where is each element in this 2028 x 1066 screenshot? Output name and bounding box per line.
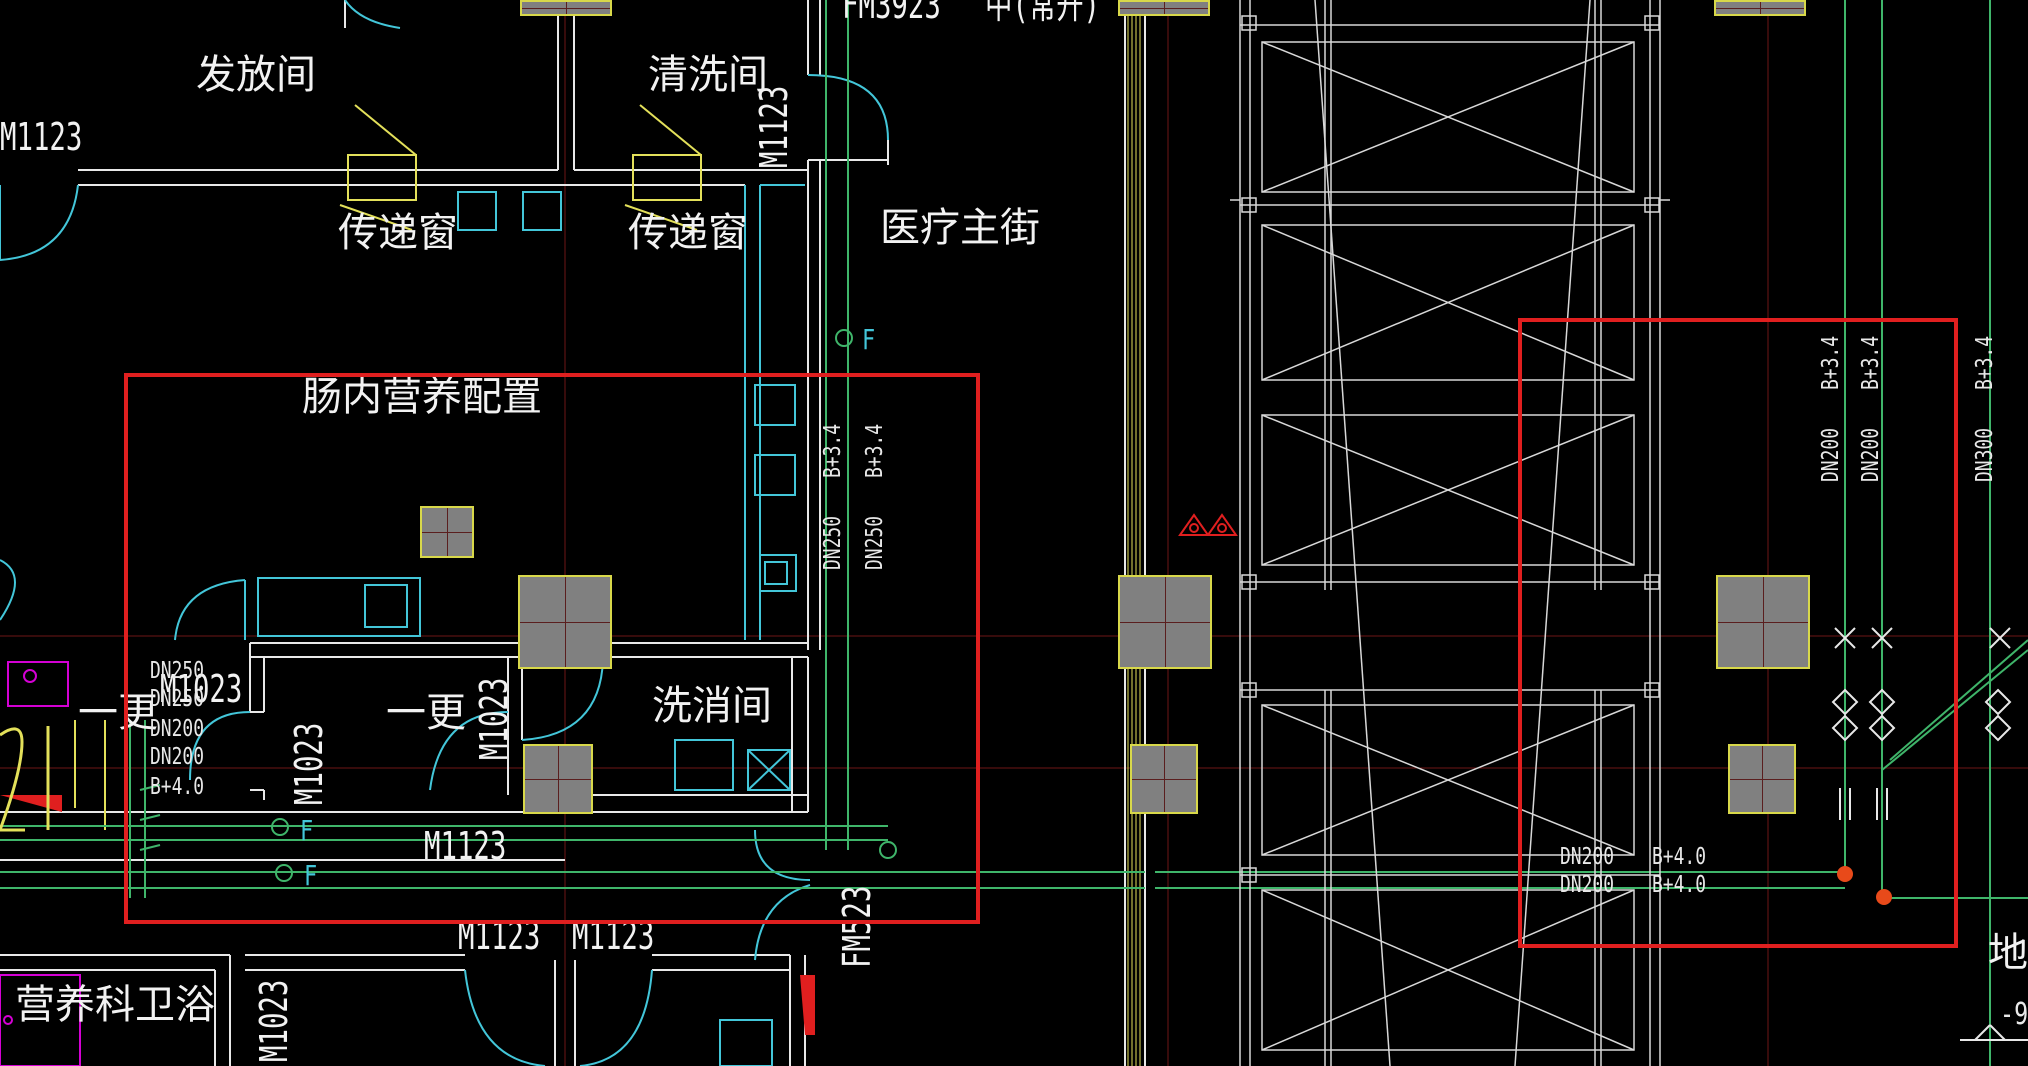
door-code-m1023-d: M1023 xyxy=(252,979,296,1062)
door-code-m1123-wall: M1123 xyxy=(752,85,796,168)
column xyxy=(1716,575,1810,669)
room-label-washing: 清洗间 xyxy=(648,52,768,98)
pipe-label-left-stack-2: DN250 xyxy=(150,686,205,712)
flow-marker: F xyxy=(300,814,314,847)
pipe-label-left-stack-5: B+4.0 xyxy=(150,774,205,800)
pipe-fittings xyxy=(1837,866,1892,905)
pipe-label-right-elev-1: B+4.0 xyxy=(1652,844,1707,870)
room-label-medical-street: 医疗主街 xyxy=(880,205,1040,251)
pipe-label-left-stack-1: DN250 xyxy=(150,658,205,684)
pipe-label-left-stack-4: DN200 xyxy=(150,744,205,770)
pipe-elevation-label: B+3.4 xyxy=(1972,335,1998,390)
room-label-enteral-nutrition: 肠内营养配置 xyxy=(302,374,542,420)
column xyxy=(523,744,593,814)
structural-frames xyxy=(1230,0,1670,1066)
room-label-underground: 地下 xyxy=(1988,930,2028,976)
door-code-m1123-top: M1123 xyxy=(0,115,83,159)
door-code-m1023-a: M1023 xyxy=(160,667,243,711)
highlight-box-pipe-riser[interactable] xyxy=(1518,318,1958,948)
column xyxy=(1714,0,1806,16)
pass-through-windows xyxy=(74,104,702,830)
door-code-fm3923: FM3923 xyxy=(842,0,941,27)
level-label-partial: -9. xyxy=(2000,997,2028,1032)
column xyxy=(518,575,612,669)
highlight-box-enteral-room[interactable] xyxy=(124,373,980,924)
column xyxy=(1118,575,1212,669)
room-label-nutrition-bathroom: 营养科卫浴 xyxy=(15,982,215,1028)
room-label-changing-2: 一更 xyxy=(386,690,466,736)
valve-symbols xyxy=(1831,627,2028,1041)
column xyxy=(1728,744,1796,814)
door-code-normally-open: 中(常开) xyxy=(985,0,1101,27)
column xyxy=(520,0,612,16)
pipe-label-left-stack-3: DN200 xyxy=(150,716,205,742)
sanitary-symbols xyxy=(0,661,81,1066)
pipe-label-right-size-2: DN200 xyxy=(1560,872,1615,898)
room-label-disinfection: 洗消间 xyxy=(652,683,772,729)
flow-marker: F xyxy=(304,859,318,892)
wall-hatch xyxy=(1127,0,1141,1066)
room-label-dispensing: 发放间 xyxy=(196,52,316,98)
grid-bubble-21 xyxy=(0,726,50,832)
pipe-label-right-size-1: DN200 xyxy=(1560,844,1615,870)
door-code-m1123-corridor: M1123 xyxy=(424,824,507,868)
column xyxy=(1130,744,1198,814)
room-label-changing-1: 一更 xyxy=(78,690,158,736)
column xyxy=(420,506,474,558)
pipe-size-label: DN300 xyxy=(1972,427,1998,482)
warning-symbols xyxy=(1178,513,1238,536)
column xyxy=(1118,0,1210,16)
flow-marker: F xyxy=(862,323,876,356)
room-label-pass-window-2: 传递窗 xyxy=(628,210,748,256)
pipe-label-right-elev-2: B+4.0 xyxy=(1652,872,1707,898)
room-label-pass-window-1: 传递窗 xyxy=(338,210,458,256)
